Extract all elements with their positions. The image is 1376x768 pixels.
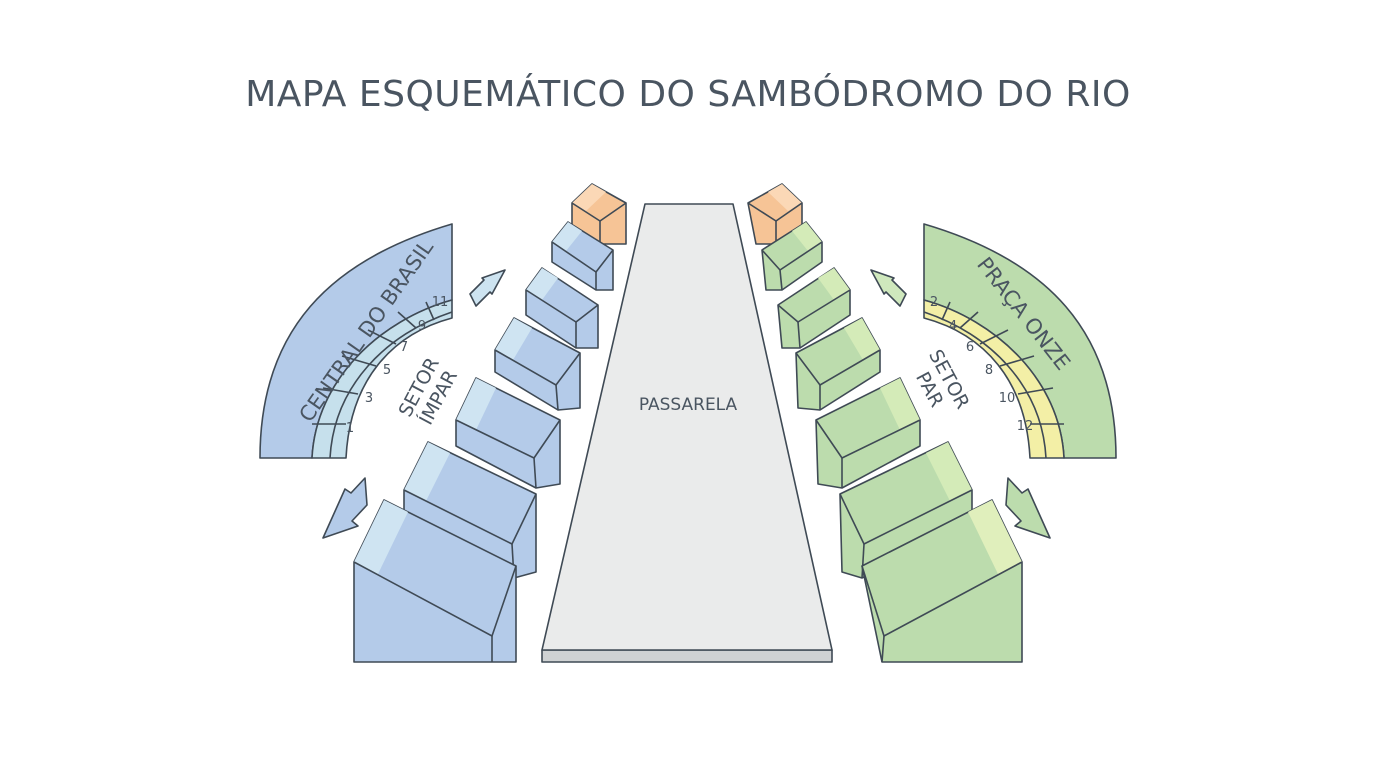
sector-number: 4 (949, 319, 957, 334)
left-block (551, 221, 614, 291)
sector-number: 8 (985, 363, 993, 378)
sector-number: 9 (418, 319, 426, 334)
sector-number: 2 (930, 295, 938, 310)
sector-number: 7 (400, 340, 408, 355)
right-block (815, 377, 921, 489)
right-block (761, 221, 823, 291)
arrow-up-right-icon (870, 269, 907, 307)
sector-number: 12 (1017, 419, 1034, 434)
left-sector-label: SETOR ÍMPAR (394, 354, 462, 429)
left-end-block (571, 183, 627, 245)
arrow-down-right-icon (1005, 477, 1051, 539)
left-block (455, 377, 561, 489)
sector-number: 5 (383, 363, 391, 378)
sector-number: 11 (432, 295, 449, 310)
runway-label: PASSARELA (639, 395, 738, 415)
right-entrance-area: 2 4 6 8 10 12 PRAÇA ONZE (923, 223, 1117, 459)
sector-number: 10 (999, 391, 1016, 406)
runway: PASSARELA (541, 203, 833, 663)
left-block (525, 267, 599, 349)
sector-number: 1 (346, 421, 354, 436)
right-grandstand (747, 183, 1023, 663)
right-sector-numbers: 2 4 6 8 10 12 (930, 295, 1033, 434)
right-block (777, 267, 851, 349)
sector-number: 6 (966, 340, 974, 355)
arrow-up-left-icon (469, 269, 506, 307)
left-block (353, 499, 517, 663)
sector-number: 3 (365, 391, 373, 406)
right-block (861, 499, 1023, 663)
page-title: MAPA ESQUEMÁTICO DO SAMBÓDROMO DO RIO (245, 73, 1131, 115)
left-sector-numbers: 1 3 5 7 9 11 (346, 295, 448, 436)
right-block (795, 317, 881, 411)
left-block (494, 317, 581, 411)
left-grandstand (353, 183, 627, 663)
arrow-down-left-icon (322, 477, 368, 539)
